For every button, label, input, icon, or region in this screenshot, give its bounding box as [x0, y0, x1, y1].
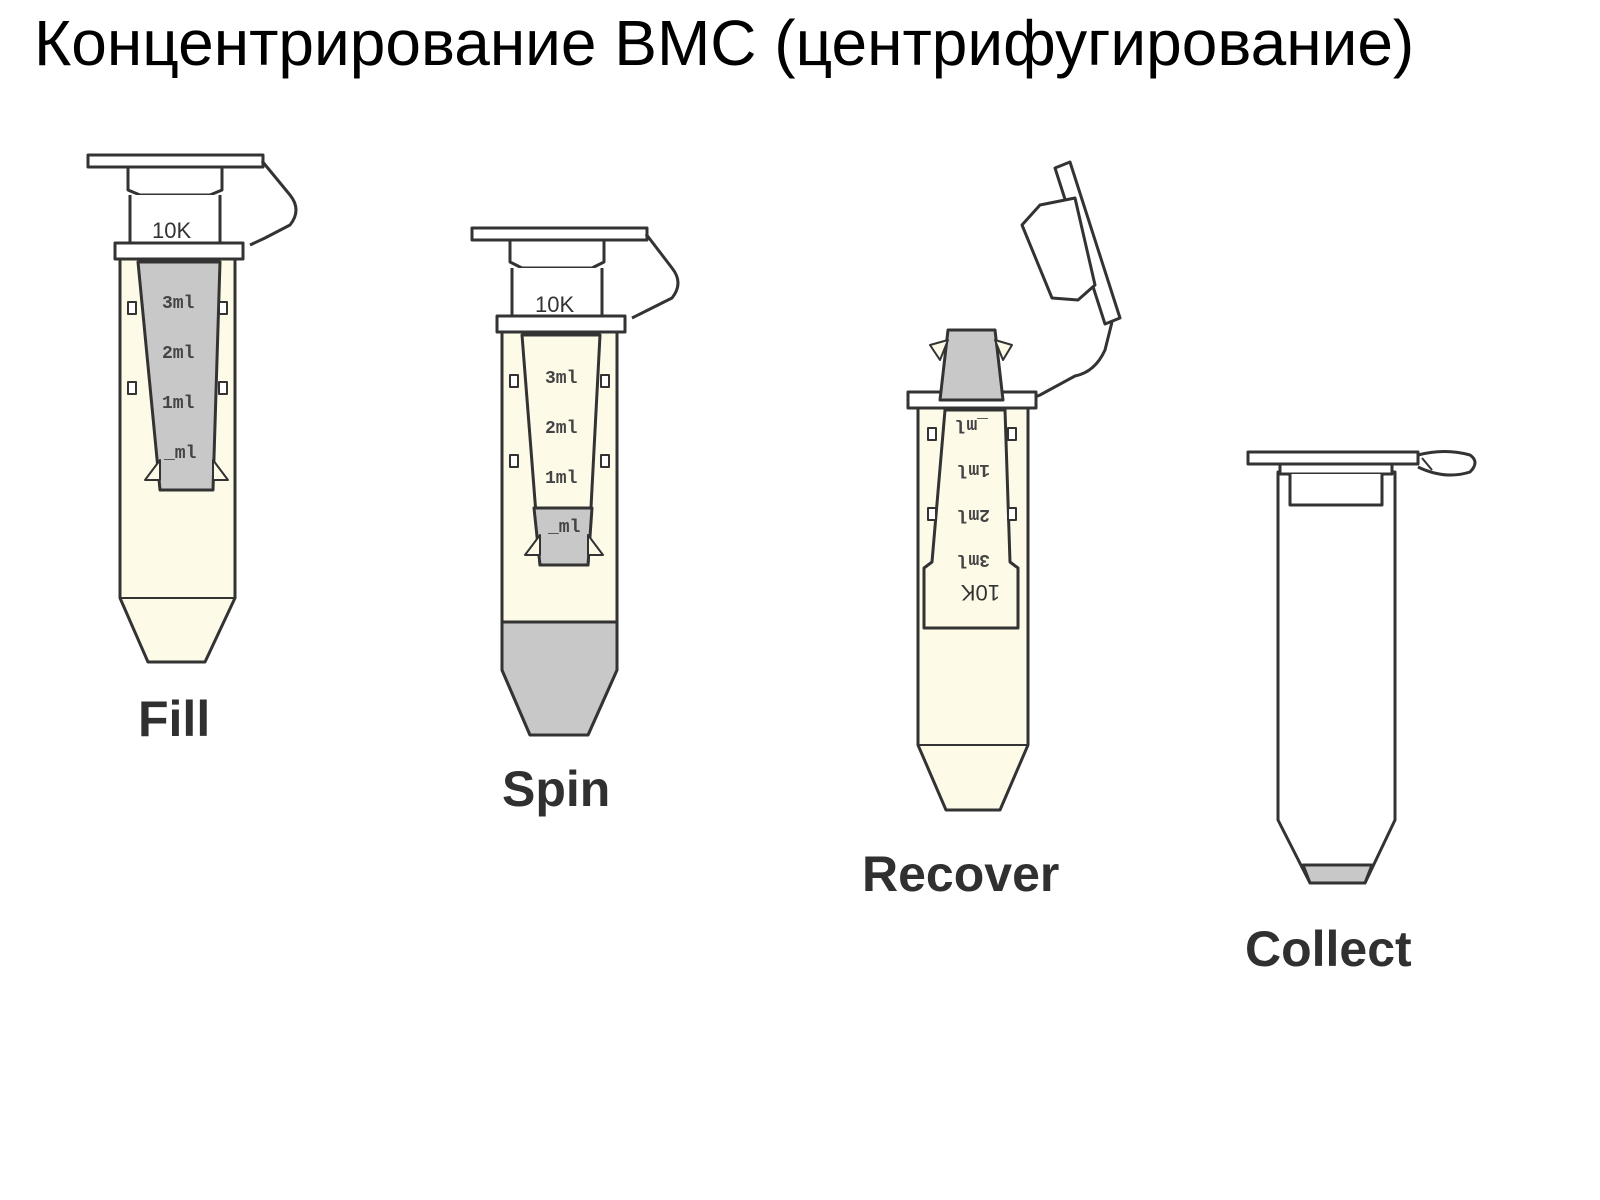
gradation-1: 1ml [545, 469, 578, 489]
cap-plug [508, 238, 606, 270]
gradation-3: 3ml [545, 369, 578, 389]
step-label-recover: Recover [862, 846, 1060, 902]
cap-plug [126, 165, 224, 197]
tube-body [1276, 470, 1397, 885]
concentrate-liquid [938, 328, 1005, 402]
gradation-3: 3ml [957, 549, 990, 569]
cap-rim [1278, 462, 1394, 476]
gradation-2: 2ml [545, 419, 578, 439]
step-label-fill: Fill [138, 691, 211, 747]
gradation-min: _ml [955, 414, 989, 434]
step-label-collect: Collect [1245, 921, 1412, 977]
tube-collar [495, 314, 627, 334]
tube-spin [470, 226, 680, 737]
cap-flange [1246, 450, 1420, 466]
cap-hinge [1417, 450, 1477, 477]
tube-collect [1246, 450, 1477, 885]
cap-hinge [249, 160, 298, 247]
gradation-min: _ml [547, 518, 581, 538]
gradation-2: 2ml [162, 344, 195, 364]
concentrate-liquid [1301, 863, 1374, 885]
filter-insert [922, 408, 1020, 630]
cutoff-mark: 10K [535, 292, 574, 317]
tube-fill [86, 153, 298, 664]
tube-recover [906, 160, 1122, 812]
cap-flange [86, 153, 265, 169]
gradation-3: 3ml [162, 294, 195, 314]
cap-hinge [1027, 321, 1114, 402]
open-cap-plug [1020, 196, 1097, 302]
gradation-min: _ml [163, 444, 197, 464]
gradation-1: 1ml [957, 459, 990, 479]
cap-flange [470, 226, 649, 242]
step-label-spin: Spin [502, 761, 611, 817]
cap-plug [1288, 474, 1384, 507]
filtrate-liquid [500, 620, 619, 737]
gradation-1: 1ml [162, 394, 195, 414]
gradation-2: 2ml [957, 504, 990, 524]
page-title: Концентрирование ВМС (центрифугирование) [34, 7, 1415, 79]
cutoff-mark: 10K [152, 218, 191, 243]
tube-collar [113, 241, 245, 261]
cutoff-mark: 10K [961, 580, 1000, 605]
cap-hinge [631, 233, 680, 320]
filter-insert [136, 260, 222, 492]
